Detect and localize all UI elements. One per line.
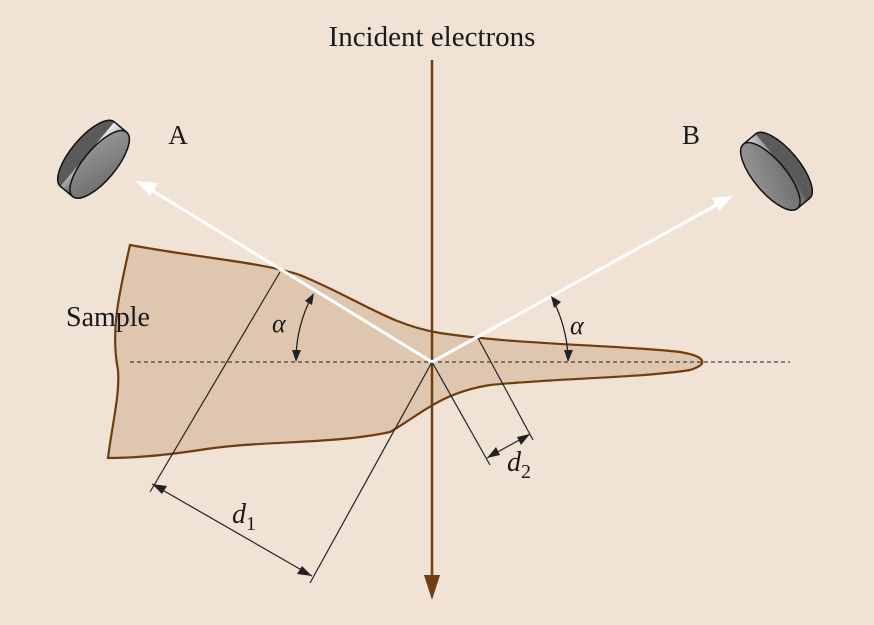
angle-label-left: α (272, 309, 287, 338)
detector-a-label: A (168, 120, 188, 150)
xray-path-to-detector-b (431, 201, 721, 364)
d2-arrowhead-left (487, 447, 500, 458)
detector-b-icon (739, 131, 813, 211)
d2-label: d2 (507, 447, 531, 483)
angle-arc-right-arrow-top (551, 296, 561, 308)
d2-label-main: d (507, 447, 522, 478)
d1-dimension-line (151, 483, 313, 577)
incident-electrons-label: Incident electrons (329, 21, 536, 53)
d2-extension-line-right (477, 337, 534, 441)
angle-arc-left-arrow-bottom (292, 350, 301, 362)
d2-label-subscript: 2 (521, 461, 531, 483)
sample-label: Sample (66, 302, 150, 333)
angle-arc-right-arrow-bottom (564, 350, 573, 362)
d1-extension-line-left (149, 271, 281, 493)
d1-arrowhead-right (297, 566, 312, 576)
incident-beam-arrowhead (424, 575, 440, 600)
angle-label-right: α (570, 311, 585, 340)
angle-arc-left-arrow-top (305, 293, 314, 305)
xray-arrowhead-a (136, 181, 158, 196)
d1-arrowhead-left (152, 484, 167, 494)
d1-label-main: d (232, 499, 247, 530)
sample-wedge (106, 243, 704, 460)
d1-label-subscript: 1 (246, 513, 256, 535)
xray-arrowhead-b (712, 196, 733, 211)
d1-extension-line-right (309, 361, 433, 584)
d2-arrowhead-right (517, 434, 530, 445)
detector-a-icon (57, 119, 131, 199)
d2-extension-line-left (431, 361, 491, 466)
d1-label: d1 (232, 499, 256, 535)
xray-path-to-detector-a (147, 186, 433, 364)
detector-b-label: B (682, 120, 700, 150)
